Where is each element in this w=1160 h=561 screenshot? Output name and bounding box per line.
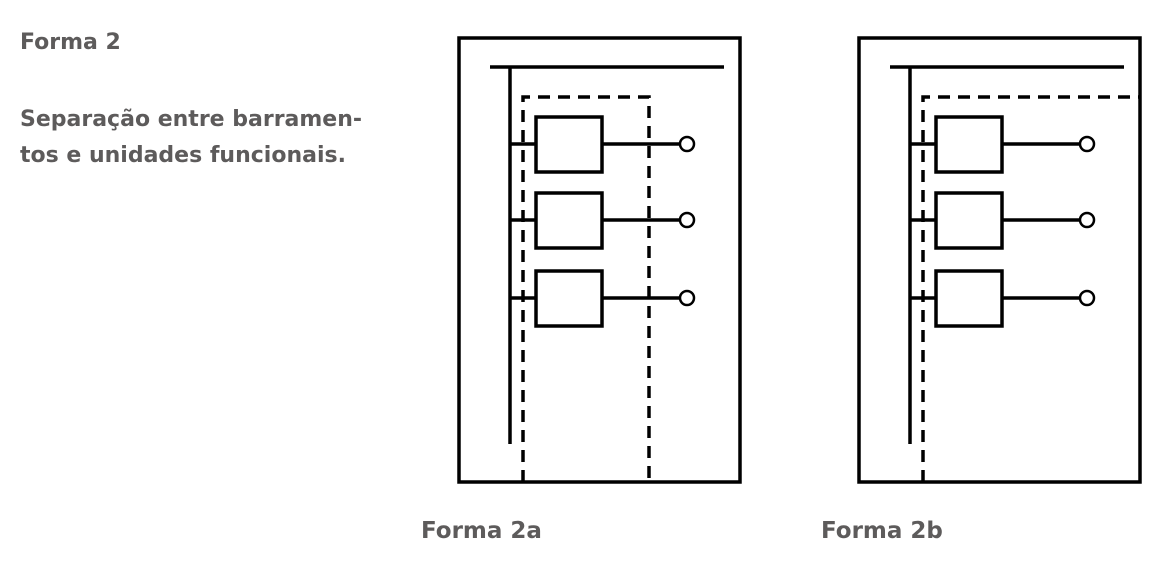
functional-unit bbox=[534, 269, 604, 328]
functional-unit bbox=[934, 115, 1004, 174]
description-line: tos e unidades funcionais. bbox=[20, 143, 346, 168]
description-line: Separação entre barramen- bbox=[20, 107, 363, 132]
caption-forma-2b: Forma 2b bbox=[821, 518, 943, 544]
diagram-forma-2a bbox=[457, 36, 742, 484]
terminal-icon bbox=[1078, 211, 1096, 229]
caption-forma-2a: Forma 2a bbox=[421, 518, 542, 544]
section-description: Separação entre barramen- tos e unidades… bbox=[20, 102, 380, 174]
section-title: Forma 2 bbox=[20, 30, 121, 55]
enclosure bbox=[457, 36, 742, 484]
functional-unit bbox=[534, 191, 604, 250]
terminal-icon bbox=[678, 211, 696, 229]
diagram-forma-2b bbox=[857, 36, 1142, 484]
terminal-icon bbox=[1078, 289, 1096, 307]
functional-unit bbox=[534, 115, 604, 174]
terminal-icon bbox=[1078, 135, 1096, 153]
enclosure bbox=[857, 36, 1142, 484]
functional-unit bbox=[934, 191, 1004, 250]
functional-unit bbox=[934, 269, 1004, 328]
separation-dashed bbox=[521, 95, 651, 482]
terminal-icon bbox=[678, 289, 696, 307]
separation-dashed bbox=[921, 95, 1140, 482]
terminal-icon bbox=[678, 135, 696, 153]
